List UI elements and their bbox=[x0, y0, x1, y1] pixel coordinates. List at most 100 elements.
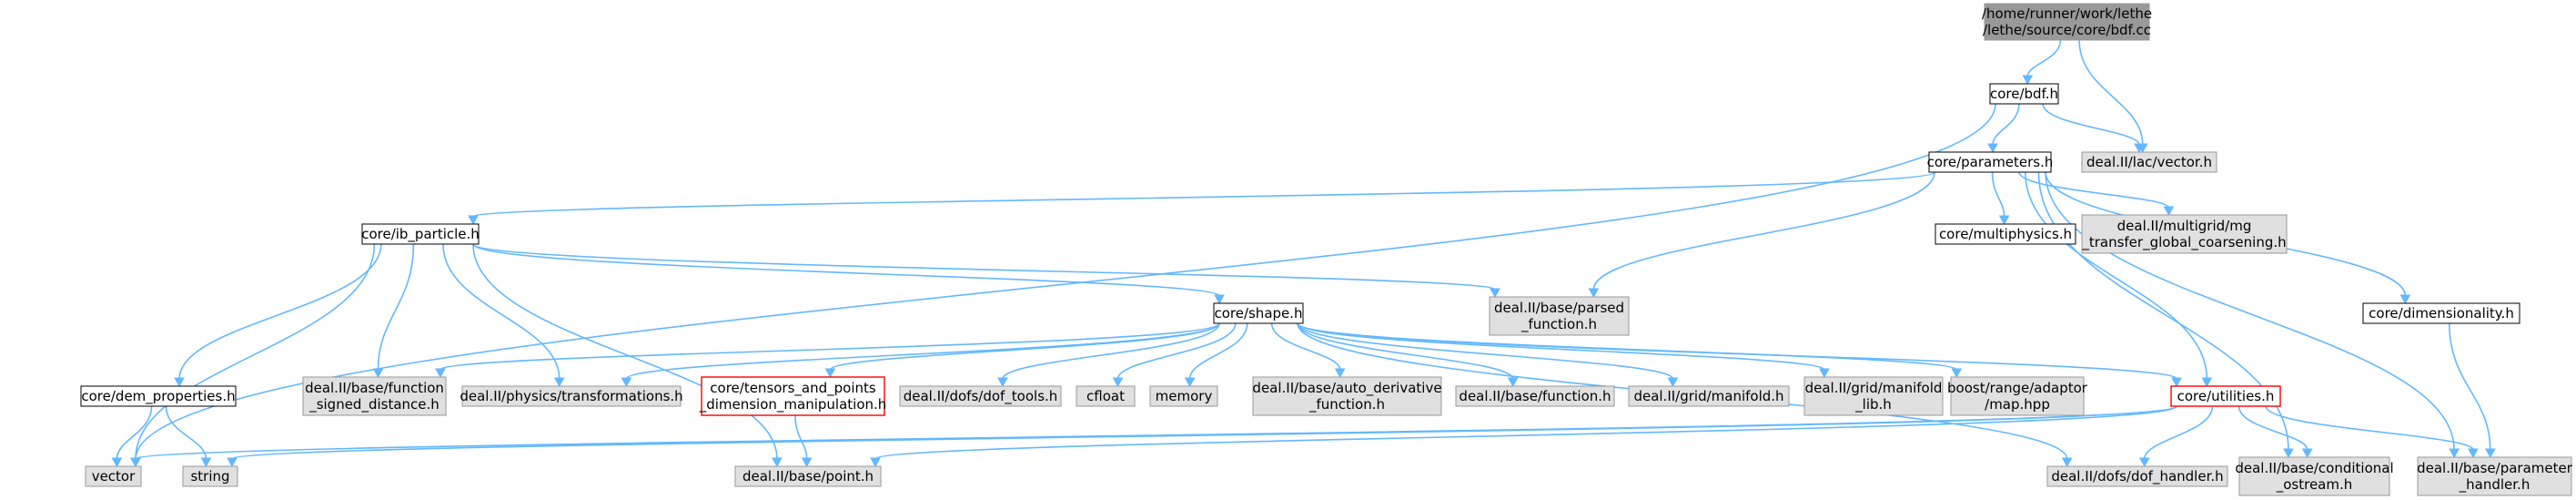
node-box[interactable] bbox=[701, 376, 885, 416]
node-tensors-points[interactable]: core/tensors_and_points_dimension_manipu… bbox=[699, 376, 887, 416]
node-box[interactable] bbox=[1935, 223, 2076, 245]
edge-arrowhead bbox=[200, 457, 212, 468]
node-label: _dimension_manipulation.h bbox=[699, 396, 887, 413]
node-boost-map[interactable]: boost/range/adaptor/map.hpp bbox=[1947, 376, 2088, 416]
node-box[interactable] bbox=[1076, 385, 1136, 407]
node-core-bdf-h[interactable]: core/bdf.h bbox=[1989, 83, 2059, 105]
edge-core-dem-properties-to-vector bbox=[116, 405, 153, 460]
node-dof-handler[interactable]: deal.II/dofs/dof_handler.h bbox=[2046, 465, 2228, 487]
edge-core-parameters-to-parsed-function bbox=[1592, 171, 1935, 291]
node-core-multiphysics[interactable]: core/multiphysics.h bbox=[1935, 223, 2076, 245]
edge-core-ib-particle-to-core-dem-properties bbox=[178, 243, 382, 380]
node-box[interactable] bbox=[1252, 376, 1442, 416]
node-box[interactable] bbox=[2362, 302, 2520, 324]
node-grid-manifold[interactable]: deal.II/grid/manifold.h bbox=[1628, 385, 1790, 407]
nodes-layer: /home/runner/work/lethe/lethe/source/cor… bbox=[80, 3, 2573, 496]
node-box[interactable] bbox=[1989, 83, 2059, 105]
node-physics-transformations[interactable]: deal.II/physics/transformations.h bbox=[460, 385, 683, 407]
edge-core-ib-particle-to-physics-transformations bbox=[442, 243, 561, 380]
edge-arrowhead bbox=[2468, 448, 2479, 459]
node-label: _lib.h bbox=[1854, 396, 1892, 413]
node-dof-tools[interactable]: deal.II/dofs/dof_tools.h bbox=[899, 385, 1062, 407]
node-cfloat[interactable]: cfloat bbox=[1076, 385, 1136, 407]
edge-core-parameters-to-core-multiphysics bbox=[1991, 171, 2005, 218]
node-label: deal.II/base/function.h bbox=[1459, 388, 1611, 404]
edge-core-shape-to-grid-manifold bbox=[1297, 322, 1674, 380]
edge-arrowhead bbox=[772, 457, 783, 468]
node-string[interactable]: string bbox=[182, 465, 238, 487]
node-label: memory bbox=[1156, 388, 1213, 404]
node-label: vector bbox=[92, 468, 136, 485]
edge-arrowhead bbox=[1998, 215, 2010, 226]
node-memory[interactable]: memory bbox=[1149, 385, 1218, 407]
edge-core-shape-to-dof-tools bbox=[1002, 322, 1220, 380]
node-box[interactable] bbox=[899, 385, 1062, 407]
node-base-function[interactable]: deal.II/base/function.h bbox=[1455, 385, 1615, 407]
node-box[interactable] bbox=[734, 465, 882, 487]
edge-core-parameters-to-parameter-handler bbox=[2045, 171, 2455, 451]
node-label: deal.II/base/parsed bbox=[1494, 300, 1624, 316]
node-core-shape[interactable]: core/shape.h bbox=[1213, 302, 1304, 324]
node-core-dem-properties[interactable]: core/dem_properties.h bbox=[80, 385, 237, 407]
node-base-point[interactable]: deal.II/base/point.h bbox=[734, 465, 882, 487]
node-core-ib-particle[interactable]: core/ib_particle.h bbox=[361, 223, 480, 245]
edge-arrowhead bbox=[174, 377, 185, 388]
node-box[interactable] bbox=[2170, 385, 2281, 407]
node-core-dimensionality[interactable]: core/dimensionality.h bbox=[2362, 302, 2520, 324]
node-box[interactable] bbox=[1455, 385, 1615, 407]
edge-core-dem-properties-to-string bbox=[165, 405, 207, 460]
edge-arrowhead bbox=[1588, 288, 1600, 299]
node-parsed-function[interactable]: deal.II/base/parsed_function.h bbox=[1489, 296, 1630, 336]
node-box[interactable] bbox=[2046, 465, 2228, 487]
node-box[interactable] bbox=[461, 385, 682, 407]
node-label: _function.h bbox=[1520, 316, 1597, 333]
edge-arrowhead bbox=[997, 377, 1008, 388]
node-label: deal.II/base/function bbox=[305, 380, 444, 396]
node-box[interactable] bbox=[2081, 151, 2217, 173]
node-grid-manifold-lib[interactable]: deal.II/grid/manifold_lib.h bbox=[1803, 376, 1944, 416]
edge-arrowhead bbox=[621, 377, 632, 388]
node-box[interactable] bbox=[361, 223, 480, 245]
node-auto-derivative[interactable]: deal.II/base/auto_derivative_function.h bbox=[1252, 376, 1442, 416]
node-box[interactable] bbox=[1950, 376, 2085, 416]
node-box[interactable] bbox=[1803, 376, 1944, 416]
edge-core-utilities-to-parameter-handler bbox=[2265, 405, 2474, 451]
node-core-parameters[interactable]: core/parameters.h bbox=[1927, 151, 2054, 173]
node-box[interactable] bbox=[80, 385, 237, 407]
edge-arrowhead bbox=[372, 368, 384, 379]
edge-arrowhead bbox=[553, 377, 565, 388]
node-core-utilities[interactable]: core/utilities.h bbox=[2170, 385, 2281, 407]
node-box[interactable] bbox=[1628, 385, 1790, 407]
node-label: boost/range/adaptor bbox=[1947, 380, 2088, 396]
node-label: string bbox=[190, 468, 229, 485]
node-box[interactable] bbox=[2417, 456, 2572, 496]
node-box[interactable] bbox=[2081, 214, 2288, 254]
edge-core-parameters-to-mg-transfer bbox=[2018, 171, 2170, 209]
node-box[interactable] bbox=[1928, 151, 2052, 173]
node-label: cfloat bbox=[1086, 388, 1125, 404]
edge-arrowhead bbox=[111, 457, 123, 468]
edge-arrowhead bbox=[2061, 457, 2073, 468]
node-mg-transfer[interactable]: deal.II/multigrid/mg_transfer_global_coa… bbox=[2081, 214, 2288, 254]
node-box[interactable] bbox=[1149, 385, 1218, 407]
node-lac-vector[interactable]: deal.II/lac/vector.h bbox=[2081, 151, 2217, 173]
edge-arrowhead bbox=[2171, 377, 2182, 388]
node-label: deal.II/physics/transformations.h bbox=[460, 388, 682, 404]
edge-arrowhead bbox=[1490, 288, 1500, 299]
node-bdf-cc[interactable]: /home/runner/work/lethe/lethe/source/cor… bbox=[1982, 3, 2152, 41]
node-label: /map.hpp bbox=[1985, 396, 2050, 413]
node-label: deal.II/base/conditional bbox=[2235, 460, 2393, 476]
node-box[interactable] bbox=[2238, 456, 2390, 496]
node-function-signed[interactable]: deal.II/base/function_signed_distance.h bbox=[302, 376, 447, 416]
node-parameter-handler[interactable]: deal.II/base/parameter_handler.h bbox=[2417, 456, 2573, 496]
node-box[interactable] bbox=[1984, 3, 2150, 41]
node-box[interactable] bbox=[1489, 296, 1630, 336]
node-conditional-ostream[interactable]: deal.II/base/conditional_ostream.h bbox=[2235, 456, 2394, 496]
node-box[interactable] bbox=[1213, 302, 1304, 324]
node-box[interactable] bbox=[182, 465, 238, 487]
edge-core-utilities-to-base-point bbox=[874, 405, 2177, 460]
node-box[interactable] bbox=[85, 465, 142, 487]
node-box[interactable] bbox=[302, 376, 447, 416]
node-vector[interactable]: vector bbox=[85, 465, 142, 487]
edge-core-bdf-h-to-vector bbox=[135, 103, 1996, 460]
